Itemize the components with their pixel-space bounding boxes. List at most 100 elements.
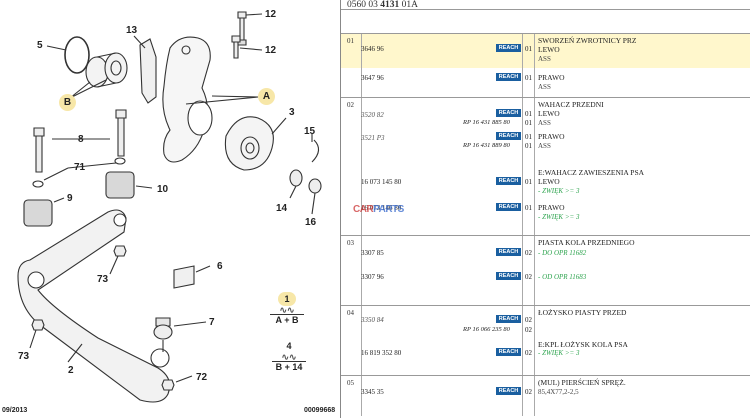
part-number[interactable]: 3345 35 <box>361 388 384 396</box>
quantity: 02 <box>525 326 532 334</box>
quantity: 01 <box>525 204 532 212</box>
part-number[interactable]: 3350 84 <box>361 316 384 324</box>
reach-badge[interactable]: REACH <box>496 132 521 140</box>
group-number: 05 <box>347 379 354 387</box>
replacement-number[interactable]: RP 16 431 885 80 <box>463 119 510 126</box>
code-suffix: 01A <box>401 0 418 10</box>
part-side: LEWO <box>538 45 560 54</box>
quantity: 02 <box>525 249 532 257</box>
code-bold: 4131 <box>380 0 400 10</box>
reach-badge[interactable]: REACH <box>496 109 521 117</box>
marker-b: B <box>59 94 76 111</box>
group-number: 02 <box>347 101 354 109</box>
callout-label[interactable]: 71 <box>74 162 86 173</box>
part-number[interactable]: 3520 82 <box>361 111 384 119</box>
callout-label[interactable]: 12 <box>265 9 277 20</box>
group-number: 04 <box>347 309 354 317</box>
pane-divider[interactable] <box>340 0 341 418</box>
part-number[interactable]: 3647 96 <box>361 74 384 82</box>
callout-label[interactable]: 72 <box>196 372 208 383</box>
bearing-shape <box>85 52 128 88</box>
parts-group: 04 3350 84 REACH 02 RP 16 066 235 80 02 … <box>341 306 750 376</box>
column-rule <box>361 376 362 416</box>
part-number[interactable]: 3307 96 <box>361 273 384 281</box>
group-number: 01 <box>347 37 354 45</box>
part-note: ASS <box>538 142 551 150</box>
part-number[interactable]: 3646 96 <box>361 45 384 53</box>
part-number[interactable]: 3521 P3 <box>361 134 385 142</box>
reach-badge[interactable]: REACH <box>496 44 521 52</box>
part-side: PRAWO <box>538 132 565 141</box>
callout-label[interactable]: 73 <box>97 274 109 285</box>
reach-badge[interactable]: REACH <box>496 272 521 280</box>
quantity: 02 <box>525 388 532 396</box>
diagram-date: 09/2013 <box>2 407 28 414</box>
condition-note: - ZWIĘK >= 3 <box>538 213 580 221</box>
callout-label[interactable]: 3 <box>289 107 295 118</box>
header-spacer <box>341 10 750 34</box>
quantity: 02 <box>525 273 532 281</box>
tilde-icon: ∿∿ <box>281 352 297 362</box>
bolt-shape <box>33 109 127 173</box>
callout-label[interactable]: 6 <box>217 261 223 272</box>
condition-note: - ZWIĘK >= 3 <box>538 187 580 195</box>
marker-a: A <box>258 88 275 105</box>
column-rule <box>361 34 362 97</box>
callout-label[interactable]: 73 <box>18 351 30 362</box>
callout-label[interactable]: 16 <box>305 217 317 228</box>
table-row[interactable] <box>341 34 750 68</box>
callout-label[interactable]: 10 <box>157 184 169 195</box>
reach-badge[interactable]: REACH <box>496 387 521 395</box>
part-side: LEWO <box>538 177 560 186</box>
reach-badge[interactable]: REACH <box>496 203 521 211</box>
watermark-text: CAR <box>353 204 374 215</box>
column-rule <box>361 236 362 305</box>
column-rule <box>522 376 523 416</box>
callout-label[interactable]: 8 <box>78 134 84 145</box>
part-side: PRAWO <box>538 73 565 82</box>
reach-badge[interactable]: REACH <box>496 177 521 185</box>
part-number[interactable]: 16 073 146 80 <box>361 204 402 212</box>
part-number[interactable]: 3307 85 <box>361 249 384 257</box>
callout-label[interactable]: 12 <box>265 45 277 56</box>
suspension-drawing <box>17 11 322 403</box>
part-description: WAHACZ PRZEDNI <box>538 100 604 109</box>
callout-label[interactable]: 15 <box>304 126 316 137</box>
parts-group: 05 3345 35 REACH 02 (MUL) PIERŚCIEŃ SPRĘ… <box>341 376 750 416</box>
part-description: SWORZEŃ ZWROTNICY PRZ <box>538 36 637 45</box>
reach-badge[interactable]: REACH <box>496 348 521 356</box>
quantity: 01 <box>525 133 532 141</box>
callout-label[interactable]: 14 <box>276 203 288 214</box>
quantity: 01 <box>525 110 532 118</box>
part-note: ASS <box>538 55 551 63</box>
callout-label[interactable]: 5 <box>37 40 43 51</box>
callout-label[interactable]: 7 <box>209 317 215 328</box>
diagram-id: 00099668 <box>304 407 336 414</box>
watermark-logo: CARPARTS <box>353 204 404 215</box>
callout-label[interactable]: 2 <box>68 365 74 376</box>
group-number: 03 <box>347 239 354 247</box>
quantity: 02 <box>525 349 532 357</box>
part-note: ASS <box>538 119 551 127</box>
replacement-number[interactable]: RP 16 431 889 80 <box>463 142 510 149</box>
column-rule <box>522 34 523 97</box>
tilde-icon: ∿∿ <box>279 305 295 315</box>
part-description: E:KPL ŁOŻYSK KOLA PSA <box>538 340 628 349</box>
quantity: 01 <box>525 119 532 127</box>
reach-badge[interactable]: REACH <box>496 315 521 323</box>
replacement-number[interactable]: RP 16 066 235 80 <box>463 326 510 333</box>
legend-group-1[interactable]: 1 ∿∿ A + B <box>270 292 304 326</box>
quantity: 01 <box>525 74 532 82</box>
part-number[interactable]: 16 819 352 80 <box>361 349 402 357</box>
parts-group: 01 3646 96 REACH 01 SWORZEŃ ZWROTNICY PR… <box>341 34 750 98</box>
part-note: 85,4X77,2-2,5 <box>538 388 579 396</box>
column-rule <box>534 34 535 97</box>
column-rule <box>361 306 362 375</box>
part-number[interactable]: 16 073 145 80 <box>361 178 402 186</box>
reach-badge[interactable]: REACH <box>496 248 521 256</box>
column-rule <box>534 98 535 235</box>
callout-label[interactable]: 9 <box>67 193 73 204</box>
legend-group-4[interactable]: 4 ∿∿ B + 14 <box>272 339 306 373</box>
callout-label[interactable]: 13 <box>126 25 138 36</box>
reach-badge[interactable]: REACH <box>496 73 521 81</box>
